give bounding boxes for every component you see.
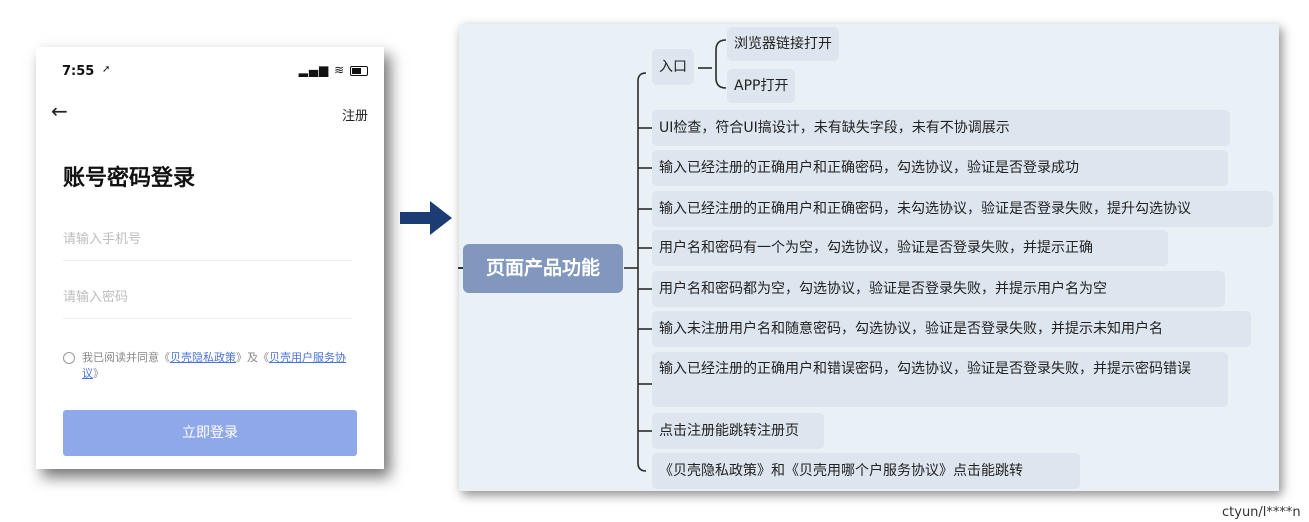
privacy-policy-link[interactable]: 贝壳隐私政策 <box>170 351 236 364</box>
battery-icon <box>350 65 368 76</box>
status-icons: ▂▄▆ ≋ <box>299 63 368 77</box>
root-connector-dot <box>458 267 463 269</box>
mindmap-item-one-empty: 用户名和密码有一个为空，勾选协议，验证是否登录失败，并提示正确 <box>652 230 1168 266</box>
login-button[interactable]: 立即登录 <box>63 410 357 456</box>
agree-suffix: 》 <box>93 367 104 380</box>
mindmap-item-unregistered: 输入未注册用户名和随意密码，勾选协议，验证是否登录失败，并提示未知用户名 <box>652 311 1251 347</box>
back-arrow-icon[interactable]: ← <box>51 99 68 123</box>
mindmap-item-wrong-password: 输入已经注册的正确用户和错误密码，勾选协议，验证是否登录失败，并提示密码错误 <box>652 352 1228 407</box>
service-agreement-link[interactable]: 贝壳用户服务协议 <box>82 351 346 380</box>
mindmap-item-no-agreement: 输入已经注册的正确用户和正确密码，未勾选协议，验证是否登录失败，提升勾选协议 <box>652 191 1273 227</box>
status-time: 7:55 <box>62 64 95 79</box>
page-title: 账号密码登录 <box>63 166 196 191</box>
phone-input[interactable] <box>63 232 352 247</box>
entry-node: 入口 <box>652 49 694 85</box>
password-field <box>63 278 352 319</box>
root-node: 页面产品功能 <box>463 244 623 293</box>
mindmap-item-login-success: 输入已经注册的正确用户和正确密码，勾选协议，验证是否登录成功 <box>652 150 1228 186</box>
right-arrow-icon <box>400 201 452 235</box>
agree-mid: 》及《 <box>236 351 269 364</box>
entry-child-app: APP打开 <box>727 69 796 103</box>
mindmap-item-both-empty: 用户名和密码都为空，勾选协议，验证是否登录失败，并提示用户名为空 <box>652 271 1225 307</box>
agreement-text: 我已阅读并同意《贝壳隐私政策》及《贝壳用户服务协议》 <box>82 350 363 382</box>
mindmap-item-policy-jump: 《贝壳隐私政策》和《贝壳用哪个户服务协议》点击能跳转 <box>652 453 1080 489</box>
agree-radio[interactable] <box>63 352 75 364</box>
watermark: ctyun/l****n <box>1222 505 1301 520</box>
mindmap-item-ui-check: UI检查，符合UI搞设计，未有缺失字段，未有不协调展示 <box>652 110 1230 146</box>
phone-screenshot: 7:55 ➚ ▂▄▆ ≋ ← 注册 账号密码登录 我已阅读并同意《贝壳隐私政策》… <box>36 47 384 469</box>
register-link[interactable]: 注册 <box>341 109 368 124</box>
entry-child-browser: 浏览器链接打开 <box>727 27 839 61</box>
agreement-row: 我已阅读并同意《贝壳隐私政策》及《贝壳用户服务协议》 <box>63 350 363 382</box>
wifi-icon: ≋ <box>334 63 346 77</box>
phone-field <box>63 220 352 261</box>
signal-icon: ▂▄▆ <box>298 63 330 77</box>
agree-prefix: 我已阅读并同意《 <box>82 351 170 364</box>
password-input[interactable] <box>63 290 352 305</box>
mindmap-item-register-jump: 点击注册能跳转注册页 <box>652 413 824 449</box>
location-icon: ➚ <box>102 64 111 75</box>
